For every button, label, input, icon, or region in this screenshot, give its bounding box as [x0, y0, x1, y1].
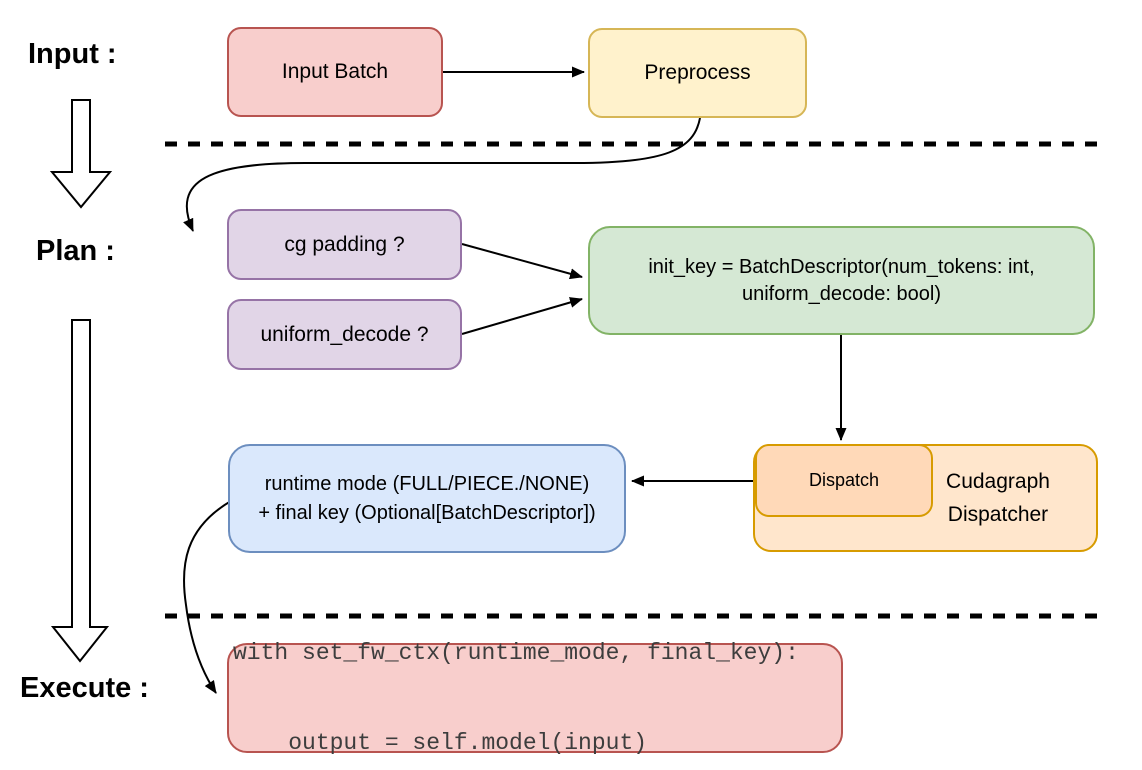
- node-dispatch: Dispatch: [755, 444, 933, 517]
- node-preprocess-label: Preprocess: [644, 61, 751, 84]
- node-cudagraph-dispatcher-label: Cudagraph Dispatcher: [946, 470, 1050, 526]
- node-input-batch-label: Input Batch: [281, 60, 389, 83]
- stage-label-execute: Execute :: [20, 672, 149, 704]
- stage-label-input: Input :: [28, 38, 117, 70]
- node-execute-code: with set_fw_ctx(runtime_mode, final_key)…: [227, 640, 843, 756]
- node-init-key-line1: init_key = BatchDescriptor(num_tokens: i…: [648, 255, 1035, 278]
- node-cg-padding-label: cg padding ?: [284, 232, 405, 256]
- node-runtime-result: runtime mode (FULL/PIECE./NONE) + final …: [228, 444, 626, 553]
- node-init-key: init_key = BatchDescriptor(num_tokens: i…: [588, 226, 1095, 335]
- node-execute-code-line1: with set_fw_ctx(runtime_mode, final_key)…: [233, 640, 799, 666]
- node-runtime-result-line2: + final key (Optional[BatchDescriptor]): [258, 501, 596, 524]
- arrow-preprocess-to-plan: [183, 117, 701, 232]
- arrow-uniformdecode-to-initkey: [461, 297, 583, 335]
- node-runtime-result-line1: runtime mode (FULL/PIECE./NONE): [264, 472, 590, 495]
- node-input-batch: Input Batch: [227, 27, 443, 117]
- block-arrow-plan-to-execute-icon: [50, 319, 110, 663]
- node-cg-padding: cg padding ?: [227, 209, 462, 280]
- node-uniform-decode: uniform_decode ?: [227, 299, 462, 370]
- node-init-key-line2: uniform_decode: bool): [741, 282, 941, 305]
- node-execute-code-line2: output = self.model(input): [233, 730, 648, 756]
- arrow-cgpadding-to-initkey: [461, 243, 583, 280]
- node-uniform-decode-label: uniform_decode ?: [260, 322, 429, 346]
- block-arrow-input-to-plan-icon: [49, 99, 113, 209]
- stage-label-plan: Plan :: [36, 235, 115, 267]
- node-dispatch-label: Dispatch: [808, 470, 880, 490]
- arrow-runtime-to-execute: [183, 500, 232, 694]
- node-preprocess: Preprocess: [588, 28, 807, 118]
